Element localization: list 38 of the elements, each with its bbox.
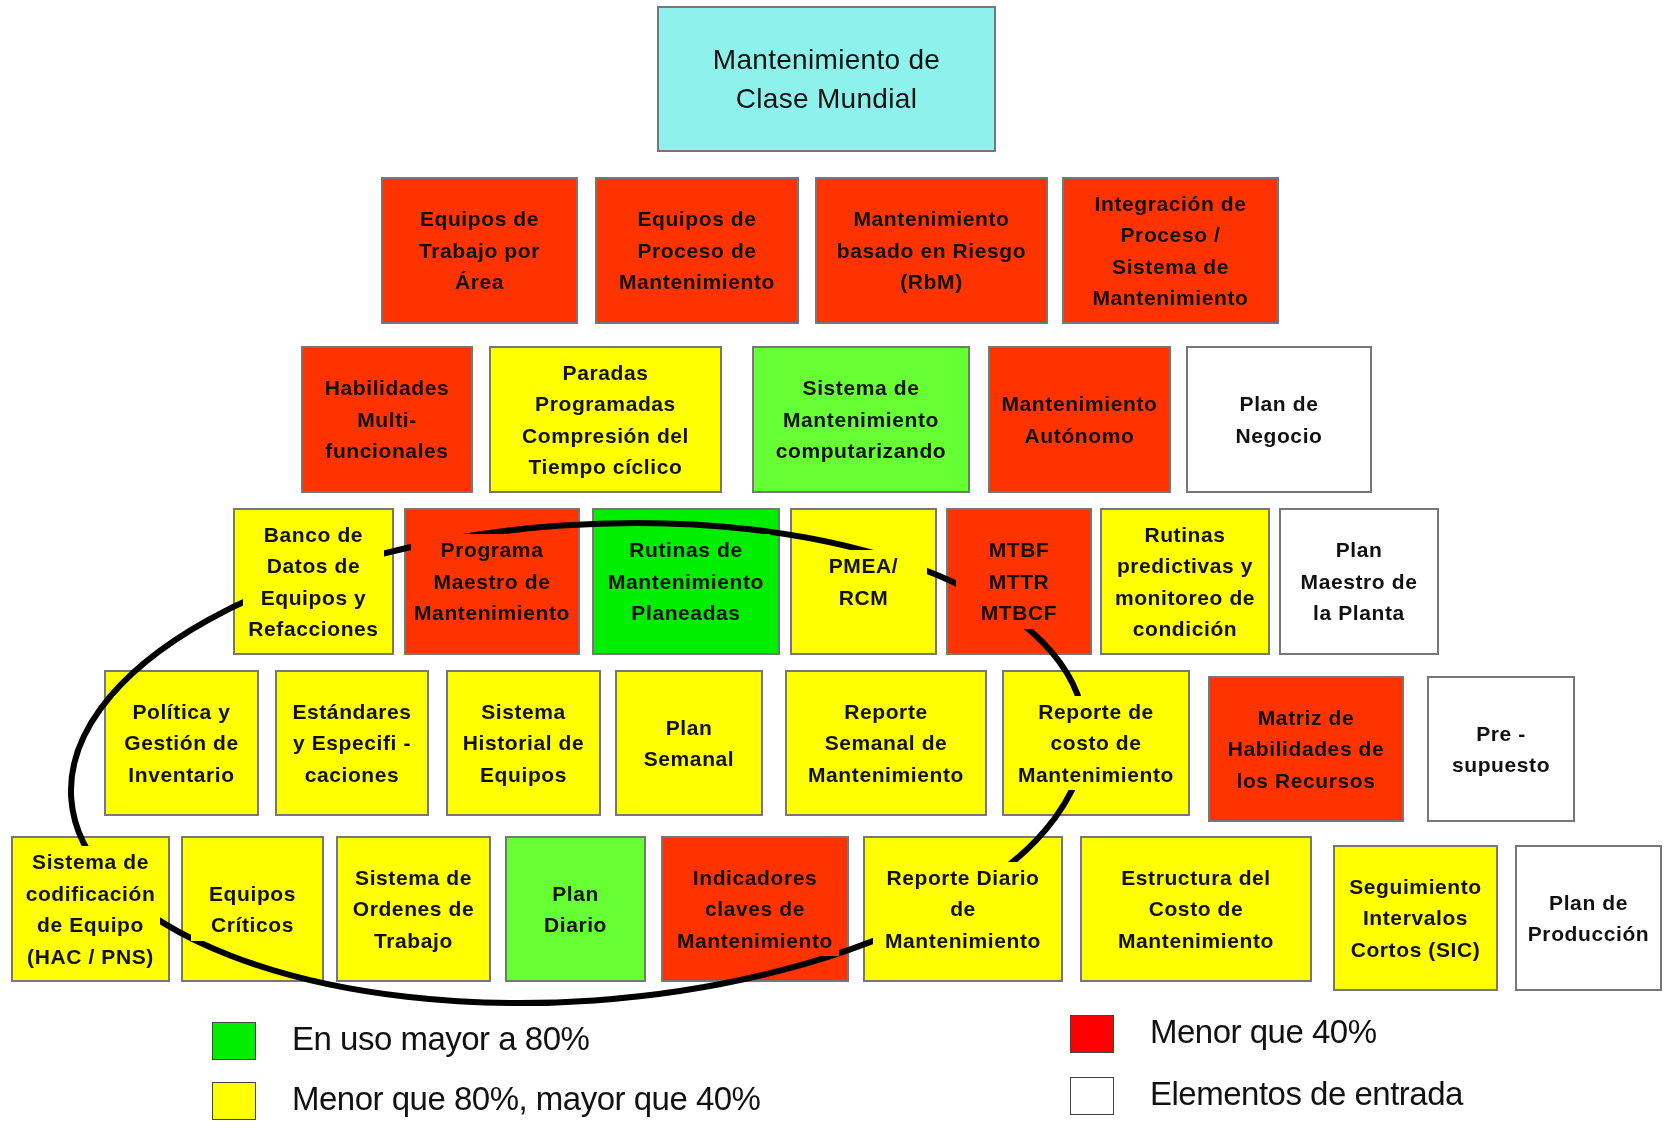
pillar-box (1333, 845, 1498, 991)
legend-label: Elementos de entrada (1150, 1075, 1463, 1113)
pillar-box (1186, 346, 1372, 493)
pillar-box (592, 508, 780, 655)
pillar-box (752, 346, 970, 493)
pillar-box (104, 670, 259, 816)
pillar-box (1062, 177, 1279, 324)
pillar-box (790, 508, 937, 655)
legend-label: Menor que 80%, mayor que 40% (292, 1080, 761, 1118)
pillar-box (1427, 676, 1575, 822)
pillar-box (946, 508, 1092, 655)
pillar-box (863, 836, 1063, 982)
pillar-box (11, 836, 170, 982)
pillar-box (275, 670, 429, 816)
pillar-box (1080, 836, 1312, 982)
pillar-box (233, 508, 394, 655)
pillar-box (1002, 670, 1190, 816)
pillar-box (661, 836, 849, 982)
pillar-box (489, 346, 722, 493)
pillar-box (1515, 845, 1662, 991)
pillar-box (1208, 676, 1404, 822)
pillar-box (505, 836, 646, 982)
pillar-box (404, 508, 580, 655)
title-box (657, 6, 996, 152)
pillar-box (301, 346, 473, 493)
pillar-box (595, 177, 799, 324)
pillar-box (381, 177, 578, 324)
pillar-box (615, 670, 763, 816)
pillar-box (1100, 508, 1270, 655)
pillar-box (181, 836, 324, 982)
pillar-box (815, 177, 1048, 324)
pillar-box (336, 836, 491, 982)
pillar-box (446, 670, 601, 816)
pillar-box (1279, 508, 1439, 655)
pillar-box (785, 670, 987, 816)
legend-label: En uso mayor a 80% (292, 1020, 590, 1058)
pillar-box (988, 346, 1171, 493)
legend-label: Menor que 40% (1150, 1013, 1377, 1051)
